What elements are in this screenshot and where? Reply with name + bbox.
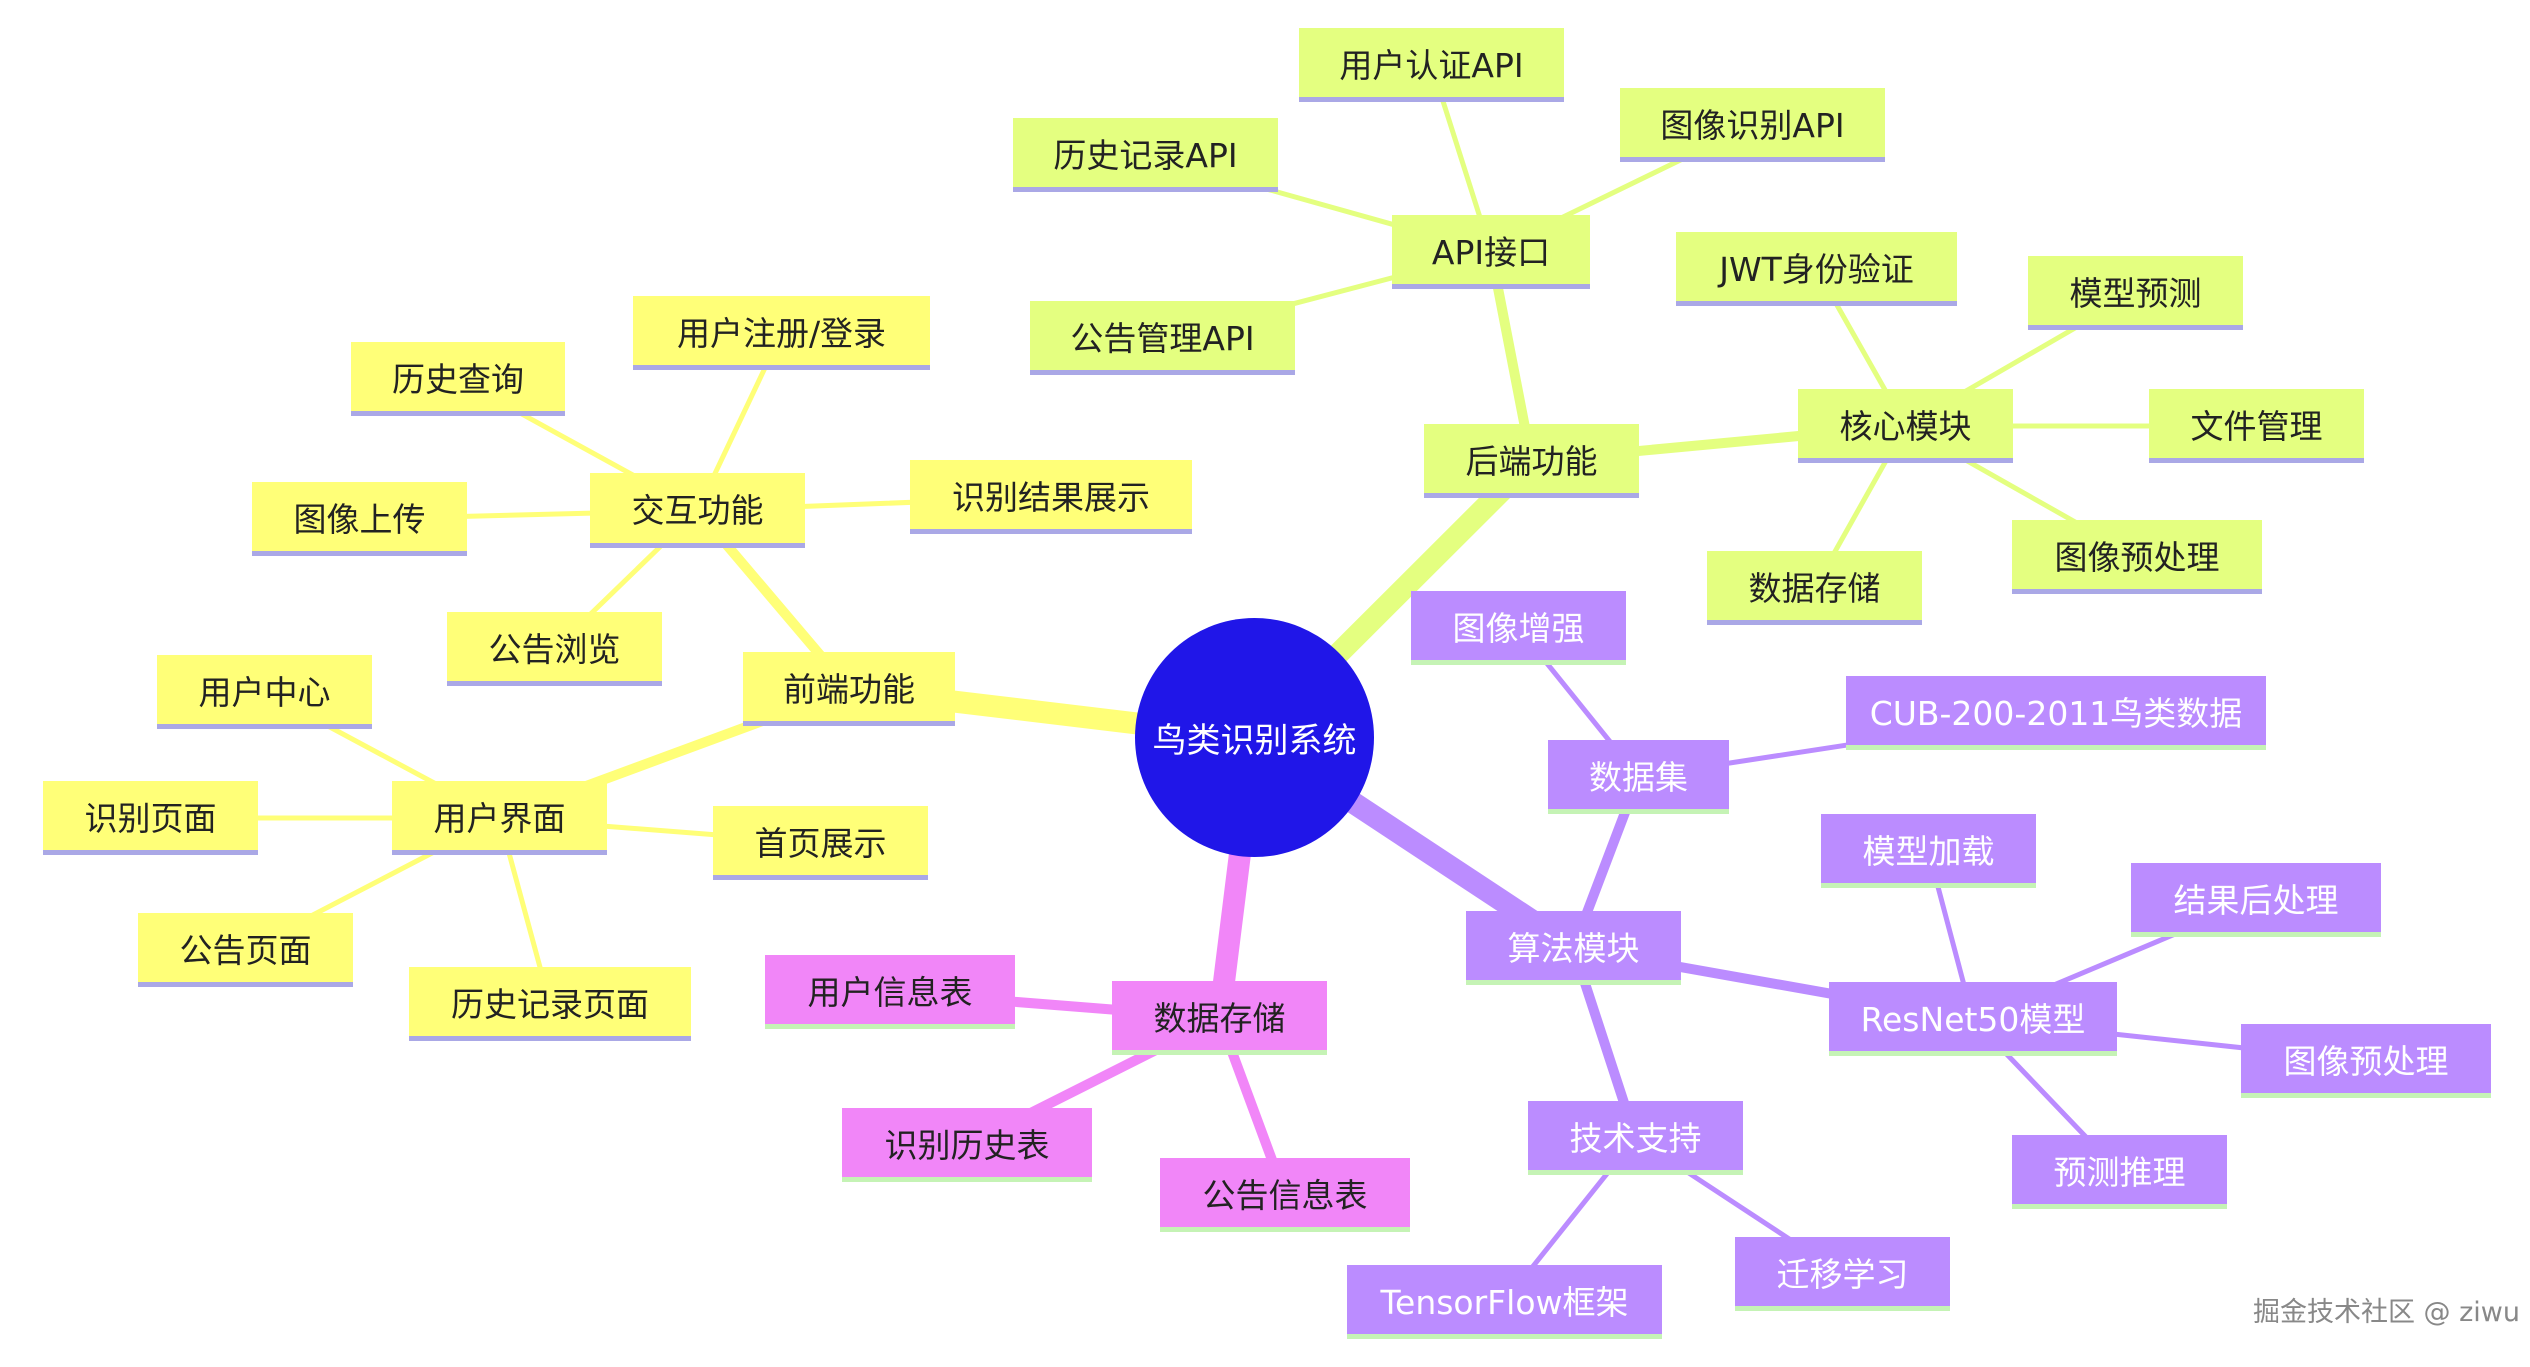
watermark: 掘金技术社区 @ ziwu <box>2252 1297 2520 1328</box>
node-dataset[interactable]: 数据集 <box>1548 740 1729 814</box>
node-tensorflow[interactable]: TensorFlow框架 <box>1347 1265 1662 1339</box>
node-cub-dataset[interactable]: CUB-200-2011鸟类数据 <box>1846 676 2266 750</box>
node-notice-page[interactable]: 公告页面 <box>138 913 353 987</box>
node-frontend[interactable]: 前端功能 <box>743 652 955 726</box>
node-notice-table[interactable]: 公告信息表 <box>1160 1158 1410 1232</box>
node-image-augmentation[interactable]: 图像增强 <box>1411 591 1626 665</box>
node-notice-browse[interactable]: 公告浏览 <box>447 612 662 686</box>
node-storage[interactable]: 数据存储 <box>1112 981 1327 1055</box>
node-model-loading[interactable]: 模型加载 <box>1821 814 2036 888</box>
node-backend[interactable]: 后端功能 <box>1424 424 1639 498</box>
node-history-api[interactable]: 历史记录API <box>1013 118 1278 192</box>
node-model-predict[interactable]: 模型预测 <box>2028 256 2243 330</box>
node-transfer-learning[interactable]: 迁移学习 <box>1735 1237 1950 1311</box>
node-user-interface[interactable]: 用户界面 <box>392 781 607 855</box>
node-result-display[interactable]: 识别结果展示 <box>910 460 1192 534</box>
node-history-page[interactable]: 历史记录页面 <box>409 967 691 1041</box>
node-result-postprocess[interactable]: 结果后处理 <box>2131 863 2381 937</box>
node-auth-api[interactable]: 用户认证API <box>1299 28 1564 102</box>
node-backend-image-preprocess[interactable]: 图像预处理 <box>2012 520 2262 594</box>
node-api[interactable]: API接口 <box>1392 215 1590 289</box>
root-node[interactable]: 鸟类识别系统 <box>1135 618 1374 857</box>
node-history-query[interactable]: 历史查询 <box>351 342 565 416</box>
node-notice-api[interactable]: 公告管理API <box>1030 301 1295 375</box>
node-user-info-table[interactable]: 用户信息表 <box>765 955 1015 1029</box>
node-image-recognition-api[interactable]: 图像识别API <box>1620 88 1885 162</box>
node-data-storage-core[interactable]: 数据存储 <box>1707 551 1922 625</box>
node-predict-inference[interactable]: 预测推理 <box>2012 1135 2227 1209</box>
node-algorithm-image-preprocess[interactable]: 图像预处理 <box>2241 1024 2491 1098</box>
node-interaction[interactable]: 交互功能 <box>590 473 805 548</box>
node-jwt-auth[interactable]: JWT身份验证 <box>1676 232 1957 306</box>
node-user-center[interactable]: 用户中心 <box>157 655 372 729</box>
node-recognition-page[interactable]: 识别页面 <box>43 781 258 855</box>
node-file-management[interactable]: 文件管理 <box>2149 389 2364 463</box>
node-history-table[interactable]: 识别历史表 <box>842 1108 1092 1182</box>
node-algorithm[interactable]: 算法模块 <box>1466 911 1681 985</box>
node-image-upload[interactable]: 图像上传 <box>252 482 467 556</box>
node-user-register-login[interactable]: 用户注册/登录 <box>633 296 930 370</box>
node-tech-support[interactable]: 技术支持 <box>1528 1101 1743 1175</box>
node-resnet50[interactable]: ResNet50模型 <box>1829 982 2117 1056</box>
node-core-module[interactable]: 核心模块 <box>1798 389 2013 463</box>
node-home-display[interactable]: 首页展示 <box>713 806 928 880</box>
